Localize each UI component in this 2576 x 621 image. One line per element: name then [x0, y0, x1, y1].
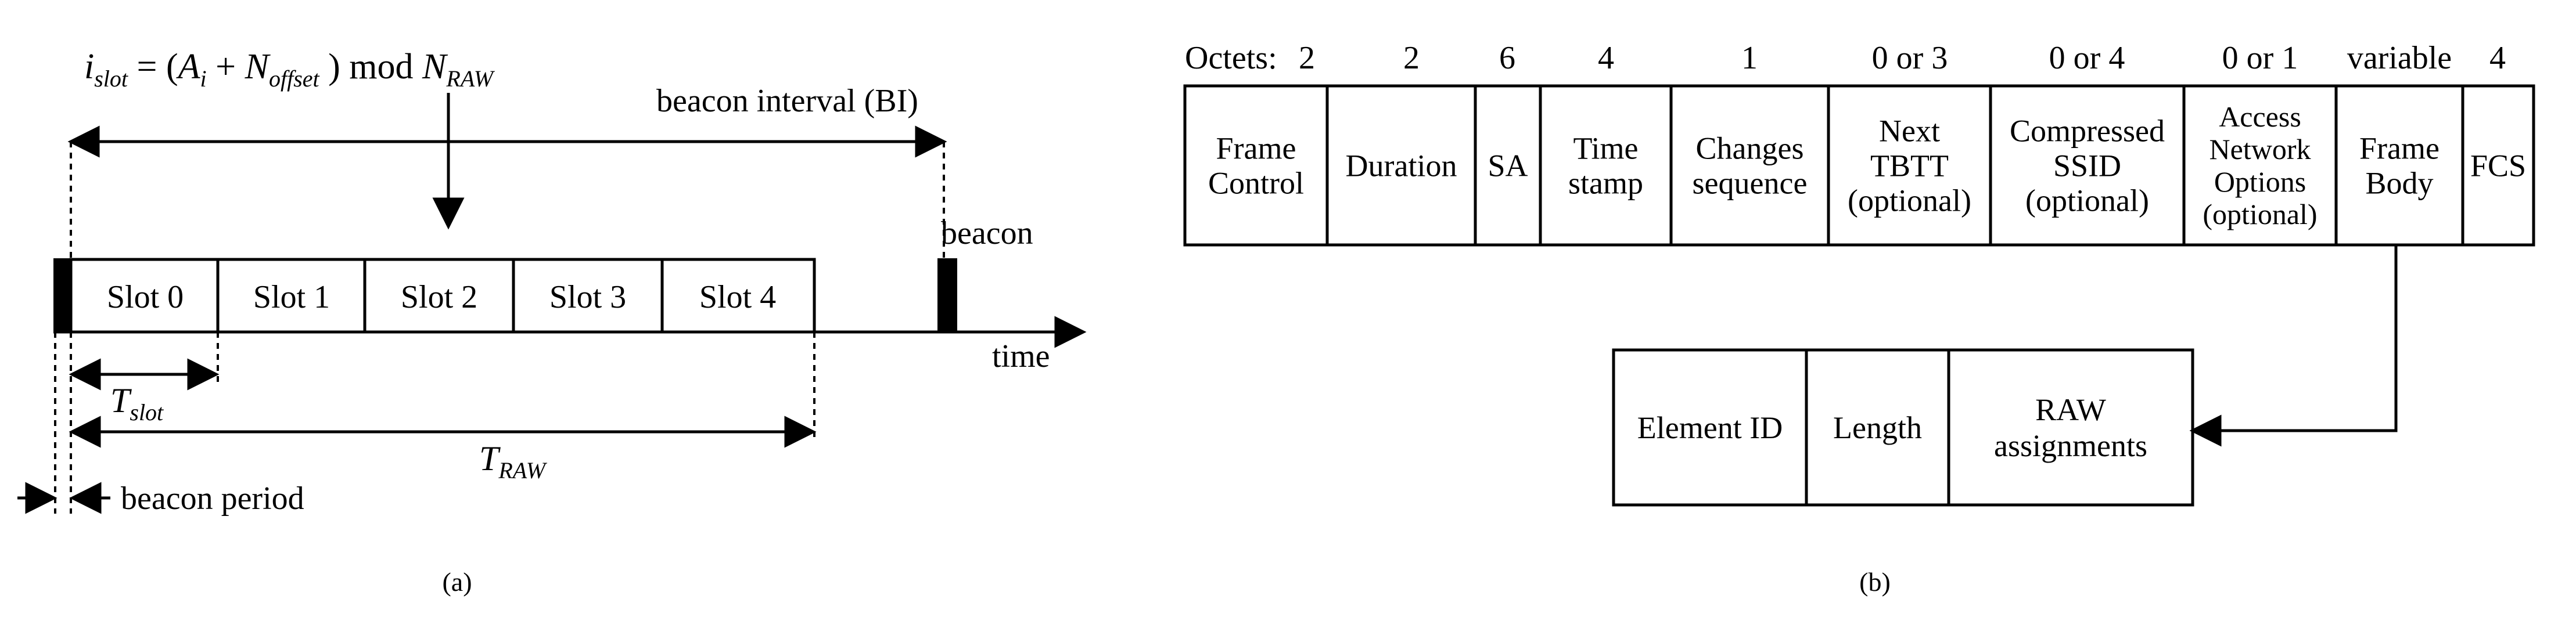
- octets-label: Octets:: [1185, 40, 1277, 76]
- field-5-line-1: TBTT: [1870, 148, 1949, 183]
- raw-element-2-line-0: RAW: [2035, 392, 2106, 427]
- beacon-block-end: [937, 258, 957, 332]
- slot-label-0: Slot 0: [107, 279, 184, 315]
- field-7-line-3: (optional): [2203, 198, 2317, 230]
- field-6-line-1: SSID: [2053, 148, 2121, 183]
- octets-value-8: variable: [2347, 40, 2452, 76]
- panel-a: islot = (Ai + Noffset ) mod NRAW beacon …: [17, 47, 1087, 597]
- raw-element-2-line-1: assignments: [1994, 428, 2147, 463]
- raw-element-0-line-0: Element ID: [1637, 410, 1783, 445]
- slot-label-3: Slot 3: [549, 279, 626, 315]
- field-cell-9: [2461, 84, 2535, 247]
- slot-label-4: Slot 4: [699, 279, 776, 315]
- beacon-period-label: beacon period: [121, 481, 304, 517]
- raw-element-cell-2: [1947, 348, 2194, 507]
- field-9-line-0: FCS: [2470, 148, 2526, 183]
- slot-box-4: [660, 258, 816, 334]
- caption-a: (a): [442, 567, 472, 597]
- octets-value-2: 6: [1499, 40, 1515, 76]
- panel-b: Octets: 2 2 6 4 1 0 or 3 0 or 4 0 or 1 variable 4…: [1183, 40, 2535, 597]
- frame-body-connector: [2189, 245, 2398, 447]
- octets-value-0: 2: [1299, 40, 1315, 76]
- field-0-line-0: Frame: [1216, 131, 1296, 165]
- field-4-line-0: Changes: [1696, 131, 1804, 165]
- field-7-line-2: Options: [2214, 165, 2306, 198]
- time-label: time: [992, 338, 1050, 374]
- field-1-line-0: Duration: [1346, 148, 1457, 183]
- caption-b: (b): [1859, 567, 1891, 597]
- field-8-line-0: Frame: [2359, 131, 2440, 165]
- octets-value-3: 4: [1598, 40, 1614, 76]
- t-slot-label: Tslot: [110, 381, 164, 425]
- field-7-line-0: Access: [2219, 100, 2301, 133]
- slot-label-1: Slot 1: [253, 279, 330, 315]
- octets-value-5: 0 or 3: [1872, 40, 1948, 76]
- field-6-line-2: (optional): [2025, 183, 2149, 218]
- slot-formula: islot = (Ai + Noffset ) mod NRAW: [84, 47, 495, 92]
- octets-row: 2 2 6 4 1 0 or 3 0 or 4 0 or 1 variable 4: [1299, 40, 2506, 76]
- octets-value-4: 1: [1741, 40, 1758, 76]
- octets-value-6: 0 or 4: [2049, 40, 2125, 76]
- beacon-interval-label: beacon interval (BI): [656, 83, 918, 119]
- beacon-block-start: [53, 258, 70, 332]
- field-3-line-1: stamp: [1568, 165, 1643, 200]
- octets-value-9: 4: [2489, 40, 2506, 76]
- octets-value-1: 2: [1403, 40, 1420, 76]
- slot-label-2: Slot 2: [401, 279, 477, 315]
- field-3-line-0: Time: [1573, 131, 1638, 165]
- field-0-line-1: Control: [1208, 165, 1304, 200]
- field-8-line-1: Body: [2365, 165, 2433, 200]
- octets-value-7: 0 or 1: [2222, 40, 2298, 76]
- field-4-line-1: sequence: [1693, 165, 1808, 200]
- beacon-label: beacon: [941, 215, 1033, 251]
- field-2-line-0: SA: [1488, 148, 1528, 183]
- raw-element-1-line-0: Length: [1833, 410, 1922, 445]
- t-raw-label: TRAW: [479, 439, 548, 483]
- field-6-line-0: Compressed: [2010, 113, 2165, 148]
- field-7-line-1: Network: [2209, 133, 2311, 165]
- field-5-line-2: (optional): [1848, 183, 1971, 218]
- field-5-line-0: Next: [1879, 113, 1940, 148]
